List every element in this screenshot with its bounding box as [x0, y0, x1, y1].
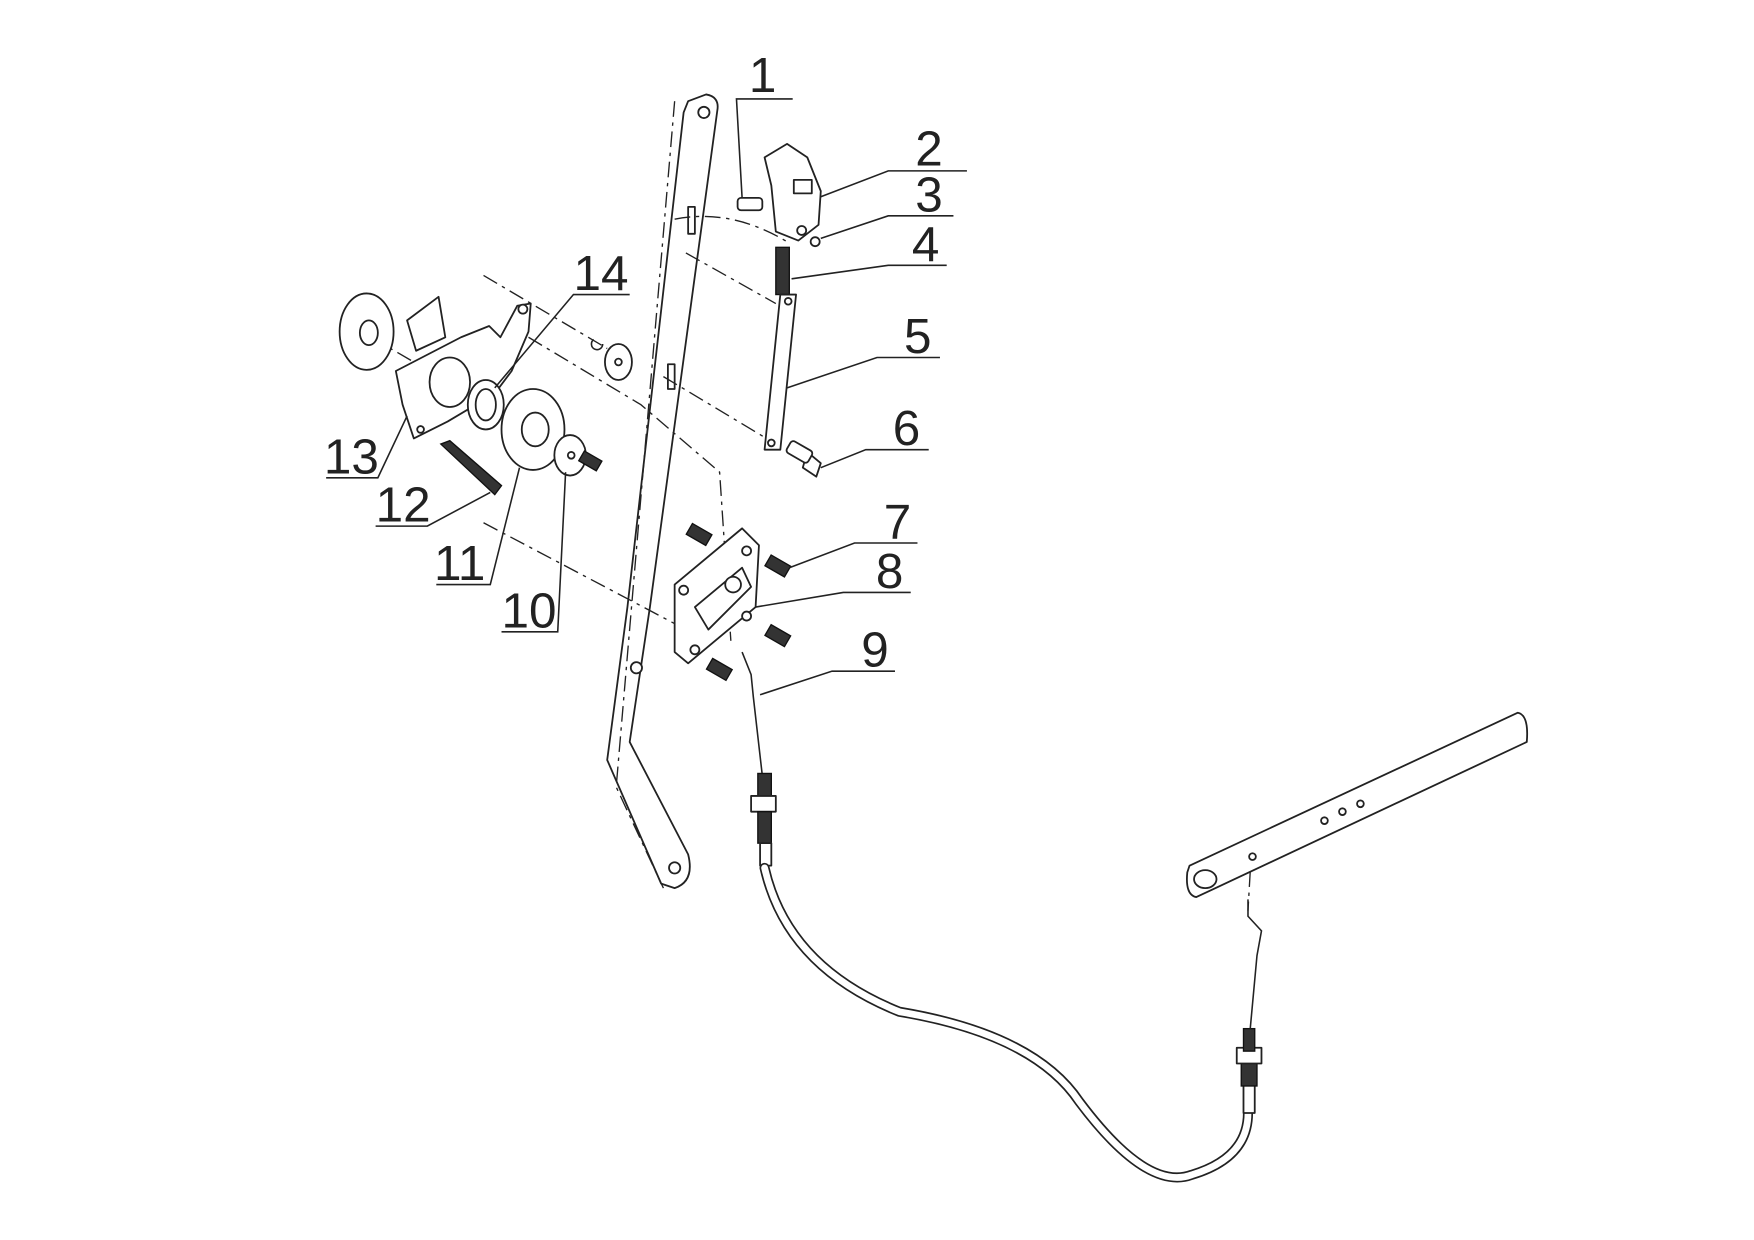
callout-9: 9: [759, 623, 895, 696]
svg-text:9: 9: [861, 623, 889, 678]
svg-text:4: 4: [912, 217, 940, 272]
svg-text:1: 1: [749, 48, 777, 103]
callout-7: 7: [789, 494, 918, 569]
svg-text:14: 14: [573, 246, 628, 301]
callout-14: 14: [494, 246, 630, 389]
callout-5: 5: [786, 309, 940, 389]
callout-1: 1: [735, 48, 793, 198]
svg-text:13: 13: [324, 429, 379, 484]
callout-12: 12: [375, 478, 491, 533]
lever-plate-assembly: [338, 292, 633, 496]
callout-13: 13: [324, 415, 408, 484]
control-cable: [741, 651, 1263, 1183]
callout-8: 8: [755, 544, 911, 608]
callout-3: 3: [820, 167, 954, 240]
svg-text:10: 10: [502, 583, 557, 638]
callout-11: 11: [434, 467, 521, 591]
svg-text:5: 5: [904, 309, 932, 364]
callout-2: 2: [820, 121, 967, 198]
svg-text:2: 2: [915, 121, 943, 176]
svg-text:11: 11: [434, 536, 485, 591]
mounting-block: [673, 522, 792, 682]
svg-text:12: 12: [376, 478, 431, 533]
callouts: 1 2 3 4 5 6 7 8 9 10 11 12 13 14: [324, 48, 967, 696]
handle-assembly: [736, 142, 822, 478]
main-bracket: [606, 93, 719, 890]
callout-10: 10: [502, 472, 567, 638]
callout-4: 4: [791, 217, 947, 280]
svg-text:7: 7: [884, 494, 912, 549]
svg-text:3: 3: [915, 167, 943, 222]
pedal-arm: [1186, 711, 1529, 899]
svg-text:6: 6: [893, 401, 921, 456]
svg-text:8: 8: [876, 544, 904, 599]
callout-6: 6: [820, 401, 929, 469]
